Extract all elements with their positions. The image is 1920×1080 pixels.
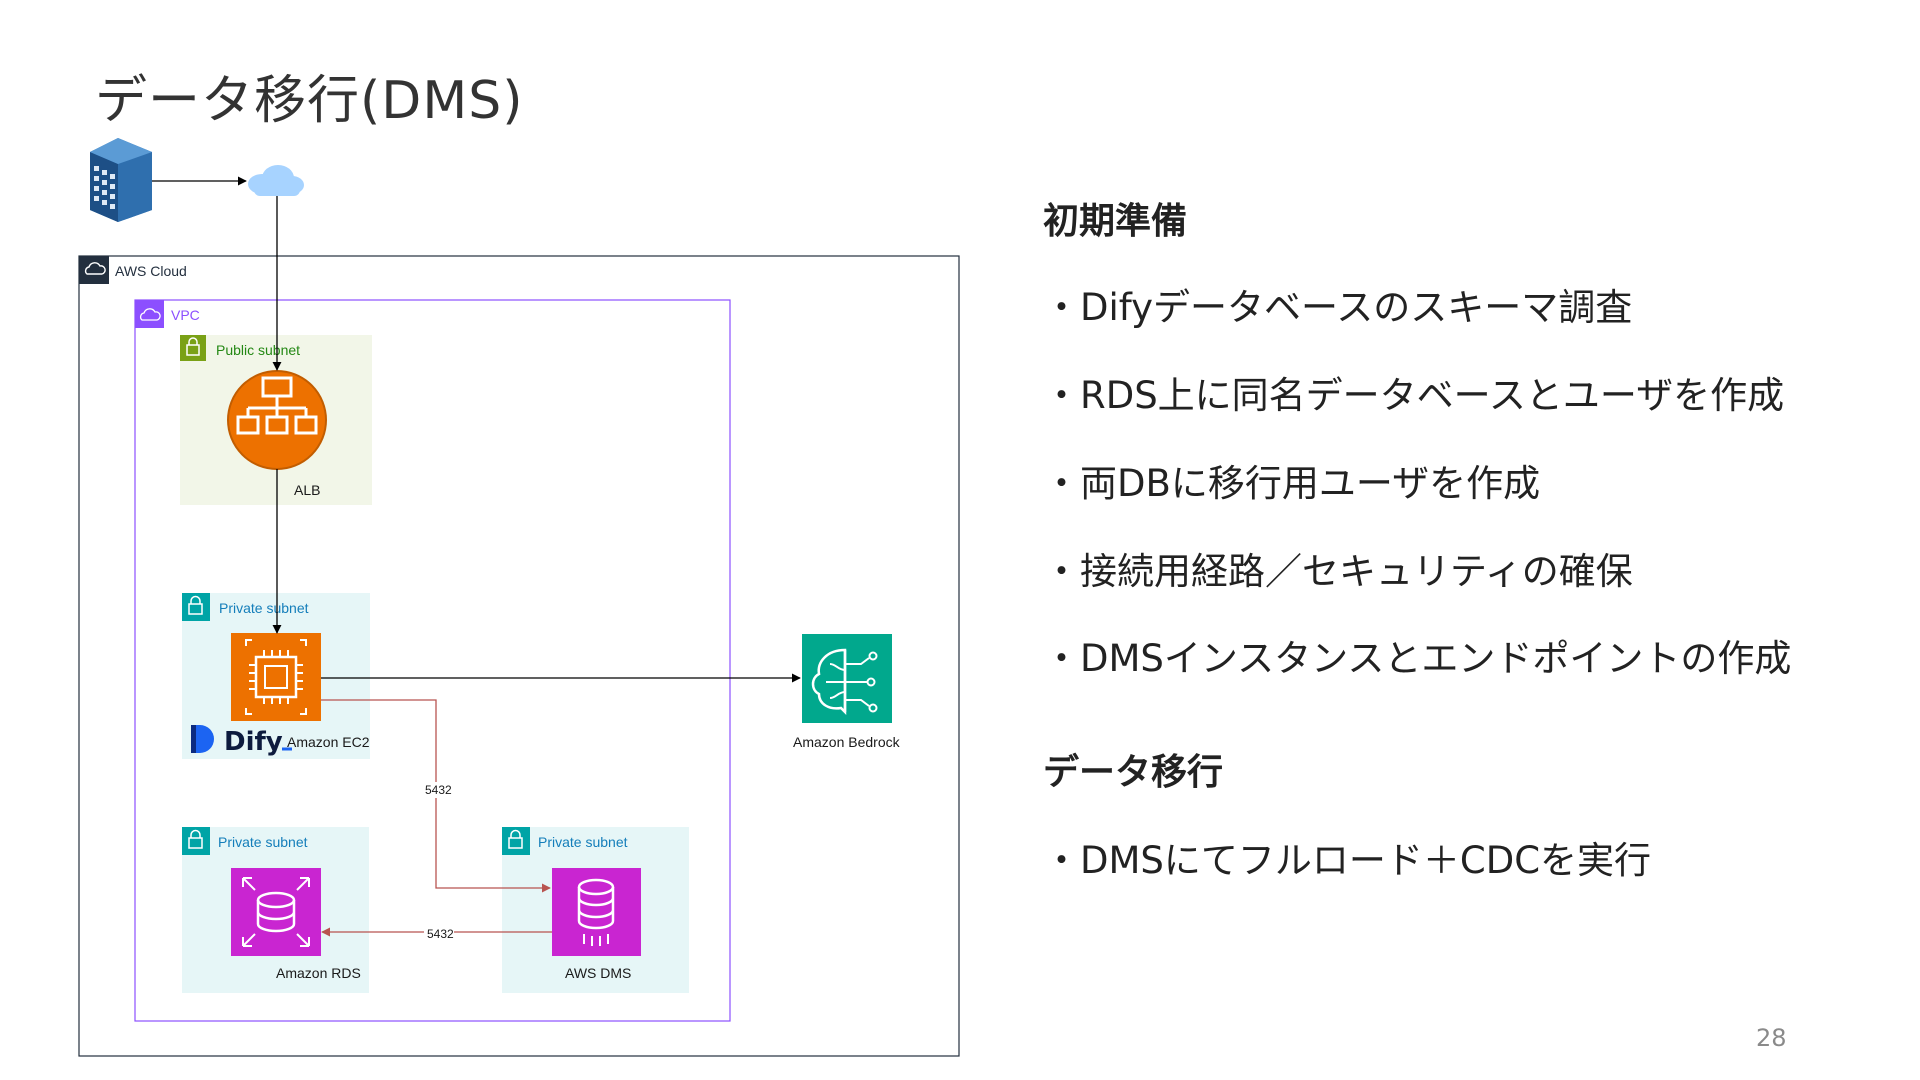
aws-cloud-icon	[79, 256, 109, 284]
prep-item-4: ・接続用経路／セキュリティの確保	[1043, 550, 1633, 593]
private-subnet-dms-lock-icon	[502, 827, 530, 855]
vpc-group	[134, 299, 731, 1022]
dify-logo-text: Dify	[224, 727, 283, 757]
migration-heading: データ移行	[1043, 752, 1224, 793]
slide-title: データ移行(DMS)	[95, 71, 524, 131]
migration-item-1: ・DMSにてフルロード＋CDCを実行	[1043, 839, 1652, 882]
ec2-icon	[231, 633, 321, 721]
port-label-bg-2	[424, 926, 454, 942]
vpc-icon	[135, 300, 164, 328]
dify-logo	[191, 725, 214, 753]
public-subnet-label: Public subnet	[216, 342, 300, 358]
prep-item-5: ・DMSインスタンスとエンドポイントの作成	[1043, 637, 1792, 680]
prep-item-1: ・Difyデータベースのスキーマ調査	[1043, 286, 1633, 329]
corporate-building-icon	[90, 138, 152, 222]
internet-cloud-icon	[248, 165, 304, 196]
prep-item-3: ・両DBに移行用ユーザを作成	[1043, 462, 1541, 505]
private-subnet-dms-label: Private subnet	[538, 834, 628, 850]
private-subnet-rds-lock-icon	[182, 827, 210, 855]
bedrock-label: Amazon Bedrock	[793, 734, 901, 750]
alb-label: ALB	[294, 482, 320, 498]
prep-item-2: ・RDS上に同名データベースとユーザを作成	[1043, 374, 1785, 417]
port-label-ec2-dms: 5432	[425, 783, 452, 797]
page-number: 28	[1756, 1024, 1787, 1052]
rds-icon	[231, 868, 321, 956]
prep-heading: 初期準備	[1043, 201, 1188, 242]
alb-icon	[227, 370, 327, 470]
private-subnet-ec2-label: Private subnet	[219, 600, 309, 616]
dms-icon	[552, 868, 641, 956]
port-label-bg-1	[422, 782, 450, 798]
rds-label: Amazon RDS	[276, 965, 361, 981]
aws-cloud-group	[78, 255, 960, 1057]
dms-label: AWS DMS	[565, 965, 631, 981]
ec2-label: Amazon EC2	[287, 734, 370, 750]
port-label-dms-rds: 5432	[427, 927, 454, 941]
bedrock-icon	[802, 634, 892, 723]
aws-cloud-label: AWS Cloud	[115, 263, 187, 279]
public-subnet-lock-icon	[180, 335, 206, 361]
vpc-label: VPC	[171, 307, 200, 323]
private-subnet-rds-label: Private subnet	[218, 834, 308, 850]
private-subnet-ec2-lock-icon	[182, 593, 210, 621]
